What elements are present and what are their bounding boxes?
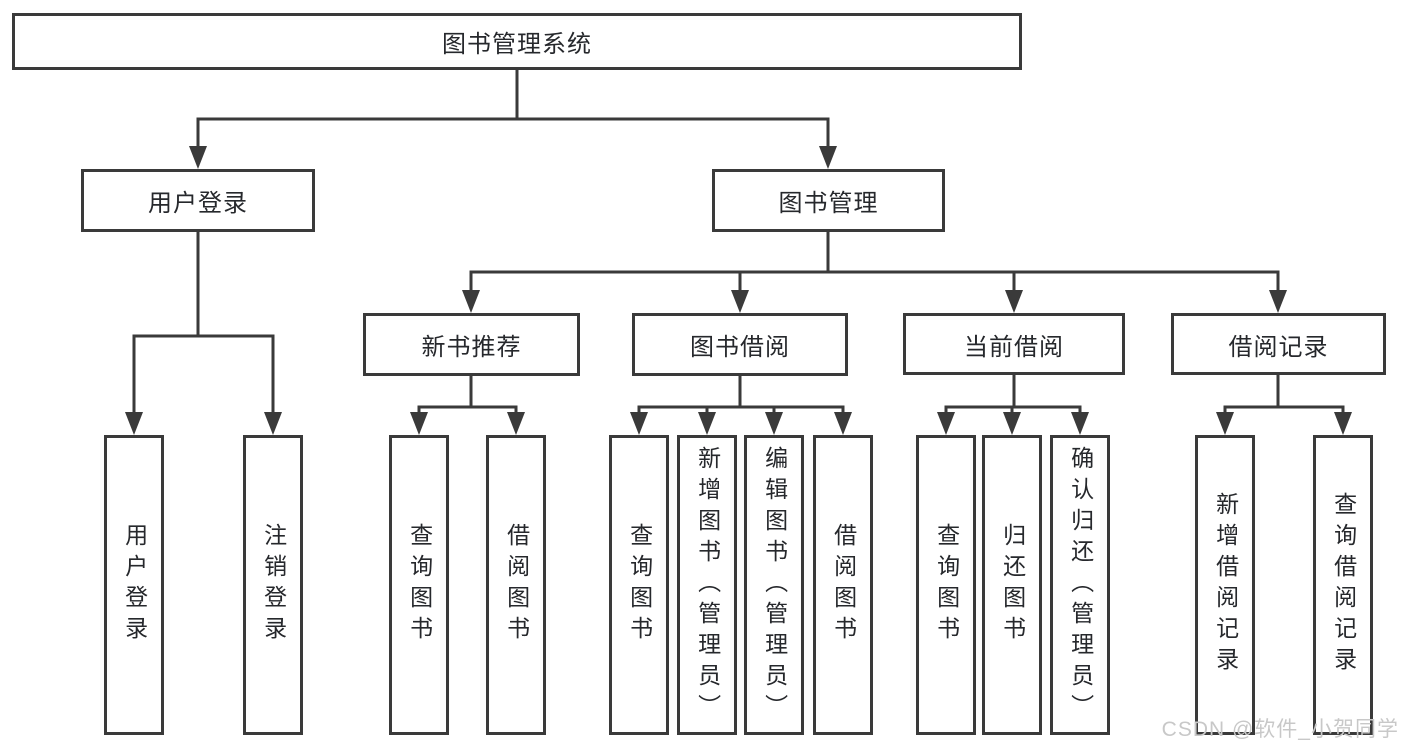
connector-current-borrowing bbox=[944, 375, 1082, 412]
arrowhead bbox=[834, 412, 852, 435]
arrowhead bbox=[1071, 412, 1089, 435]
node-label: 查询图书 bbox=[933, 523, 960, 647]
arrowhead bbox=[507, 412, 525, 435]
leaf-borrow-books-2: 借阅图书 bbox=[813, 435, 873, 735]
watermark: CSDN @软件_小贺同学 bbox=[1161, 718, 1399, 741]
arrowhead bbox=[1005, 290, 1023, 313]
leaf-query-books-2: 查询图书 bbox=[609, 435, 669, 735]
leaf-logout: 注销登录 bbox=[243, 435, 303, 735]
leaf-borrow-books: 借阅图书 bbox=[486, 435, 546, 735]
node-label: 当前借阅 bbox=[964, 333, 1064, 361]
arrowhead bbox=[410, 412, 428, 435]
leaf-add-books-admin: 新增图书（管理员） bbox=[677, 435, 737, 735]
arrowhead bbox=[264, 412, 282, 435]
arrowhead bbox=[1003, 412, 1021, 435]
node-label: 注销登录 bbox=[260, 523, 287, 647]
node-label: 借阅图书 bbox=[830, 523, 857, 647]
node-label: 借阅图书 bbox=[503, 523, 530, 647]
node-user-login: 用户登录 bbox=[81, 169, 315, 232]
leaf-user-login: 用户登录 bbox=[104, 435, 164, 735]
connector-new-book-recommend bbox=[417, 376, 518, 412]
leaf-return-books: 归还图书 bbox=[982, 435, 1042, 735]
leaf-edit-books-admin: 编辑图书（管理员） bbox=[744, 435, 804, 735]
leaf-query-books: 查询图书 bbox=[389, 435, 449, 735]
node-label: 查询借阅记录 bbox=[1330, 492, 1357, 678]
leaf-query-borrow-record: 查询借阅记录 bbox=[1313, 435, 1373, 735]
arrowhead bbox=[819, 146, 837, 169]
node-root-system: 图书管理系统 bbox=[12, 13, 1022, 70]
arrowhead bbox=[937, 412, 955, 435]
node-label: 借阅记录 bbox=[1228, 333, 1329, 361]
node-label: 图书管理系统 bbox=[442, 31, 592, 58]
arrowhead bbox=[698, 412, 716, 435]
arrowhead bbox=[1216, 412, 1234, 435]
connector-book-management bbox=[469, 232, 1280, 292]
node-label: 查询图书 bbox=[626, 523, 653, 647]
connector-borrowing-records bbox=[1223, 375, 1345, 412]
arrowhead bbox=[189, 146, 207, 169]
node-label: 新增借阅记录 bbox=[1212, 492, 1239, 678]
arrowhead bbox=[462, 290, 480, 313]
node-new-book-recommend: 新书推荐 bbox=[363, 313, 580, 376]
node-label: 归还图书 bbox=[999, 523, 1026, 647]
node-label: 图书管理 bbox=[778, 190, 879, 217]
leaf-query-books-3: 查询图书 bbox=[916, 435, 976, 735]
node-label: 图书借阅 bbox=[690, 334, 790, 361]
leaf-add-borrow-record: 新增借阅记录 bbox=[1195, 435, 1255, 735]
node-label: 用户登录 bbox=[148, 190, 248, 217]
node-book-management: 图书管理 bbox=[712, 169, 945, 232]
connector-book-borrowing bbox=[637, 376, 845, 412]
node-label: 查询图书 bbox=[406, 523, 433, 647]
node-label: 新书推荐 bbox=[421, 334, 522, 361]
node-borrowing-records: 借阅记录 bbox=[1171, 313, 1386, 375]
connector-user-login bbox=[132, 232, 275, 412]
node-label: 用户登录 bbox=[121, 523, 148, 647]
node-label: 编辑图书（管理员） bbox=[761, 445, 788, 725]
leaf-confirm-return-admin: 确认归还（管理员） bbox=[1050, 435, 1110, 735]
arrowhead bbox=[731, 290, 749, 313]
connector-root bbox=[196, 69, 830, 148]
node-label: 确认归还（管理员） bbox=[1067, 445, 1094, 725]
arrowhead bbox=[1334, 412, 1352, 435]
arrowhead bbox=[1269, 290, 1287, 313]
arrowhead bbox=[125, 412, 143, 435]
arrowhead bbox=[630, 412, 648, 435]
node-current-borrowing: 当前借阅 bbox=[903, 313, 1125, 375]
arrowhead bbox=[765, 412, 783, 435]
node-label: 新增图书（管理员） bbox=[694, 445, 721, 725]
node-book-borrowing: 图书借阅 bbox=[632, 313, 848, 376]
